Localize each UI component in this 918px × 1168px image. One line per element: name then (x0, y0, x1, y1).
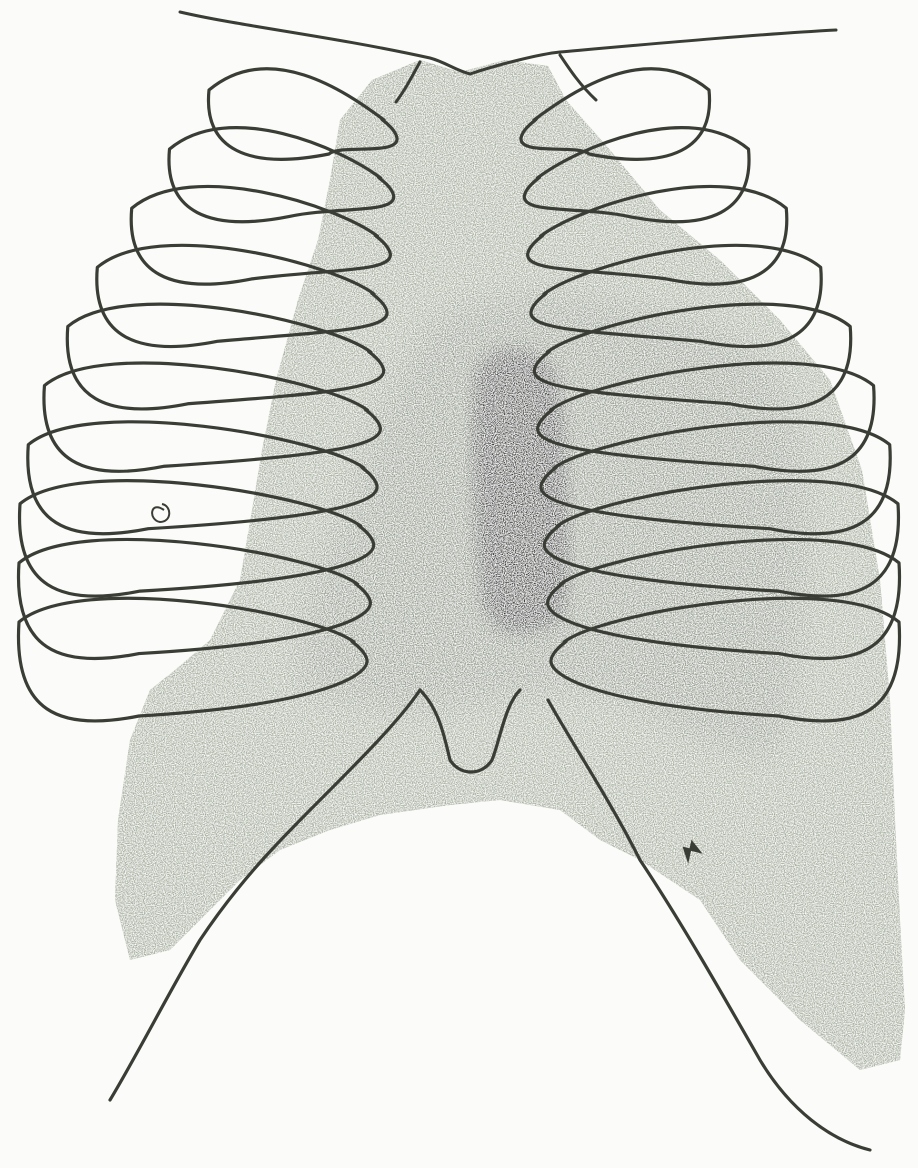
pen-mark-spiral (152, 504, 169, 522)
